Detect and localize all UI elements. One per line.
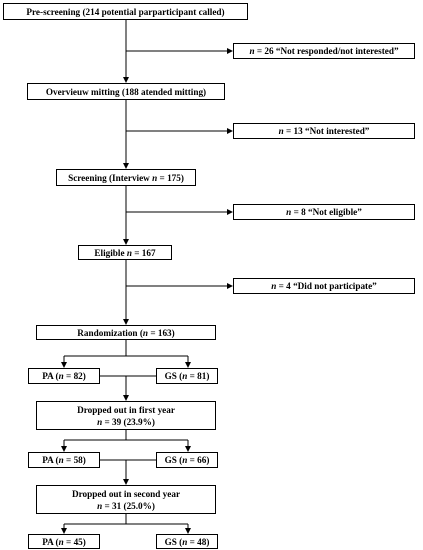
exclusion-box-4: n = 4 “Did not participate”	[233, 278, 415, 294]
prescreening-text: Pre-screening (214 potential parparticip…	[26, 6, 225, 17]
dropout-first-year-box: Dropped out in first year n = 39 (23.9%)	[36, 401, 216, 430]
dropout-second-year-box: Dropped out in second year n = 31 (25.0%…	[36, 485, 216, 514]
pa-group-box-1: PA (n = 82)	[28, 368, 100, 384]
overview-meeting-text: Overvieuw mitting (188 atended mitting)	[45, 86, 207, 97]
exclusion-box-1: n = 26 “Not responded/not interested”	[233, 43, 415, 59]
exclusion-box-3: n = 8 “Not eligible”	[233, 204, 415, 220]
prescreening-box: Pre-screening (214 potential parparticip…	[3, 3, 248, 20]
pa-group-box-2: PA (n = 58)	[28, 452, 100, 468]
exclusion-box-2: n = 13 “Not interested”	[233, 123, 415, 139]
pa-group-box-3: PA (n = 45)	[28, 534, 100, 549]
eligible-box: Eligible n = 167	[78, 245, 172, 260]
gs-group-box-2: GS (n = 66)	[156, 452, 218, 468]
overview-meeting-box: Overvieuw mitting (188 atended mitting)	[27, 83, 225, 100]
randomization-box: Randomization (n = 163)	[36, 325, 216, 340]
gs-group-box-1: GS (n = 81)	[156, 368, 218, 384]
gs-group-box-3: GS (n = 48)	[156, 534, 218, 549]
screening-box: Screening (Interview n = 175)	[56, 169, 196, 186]
